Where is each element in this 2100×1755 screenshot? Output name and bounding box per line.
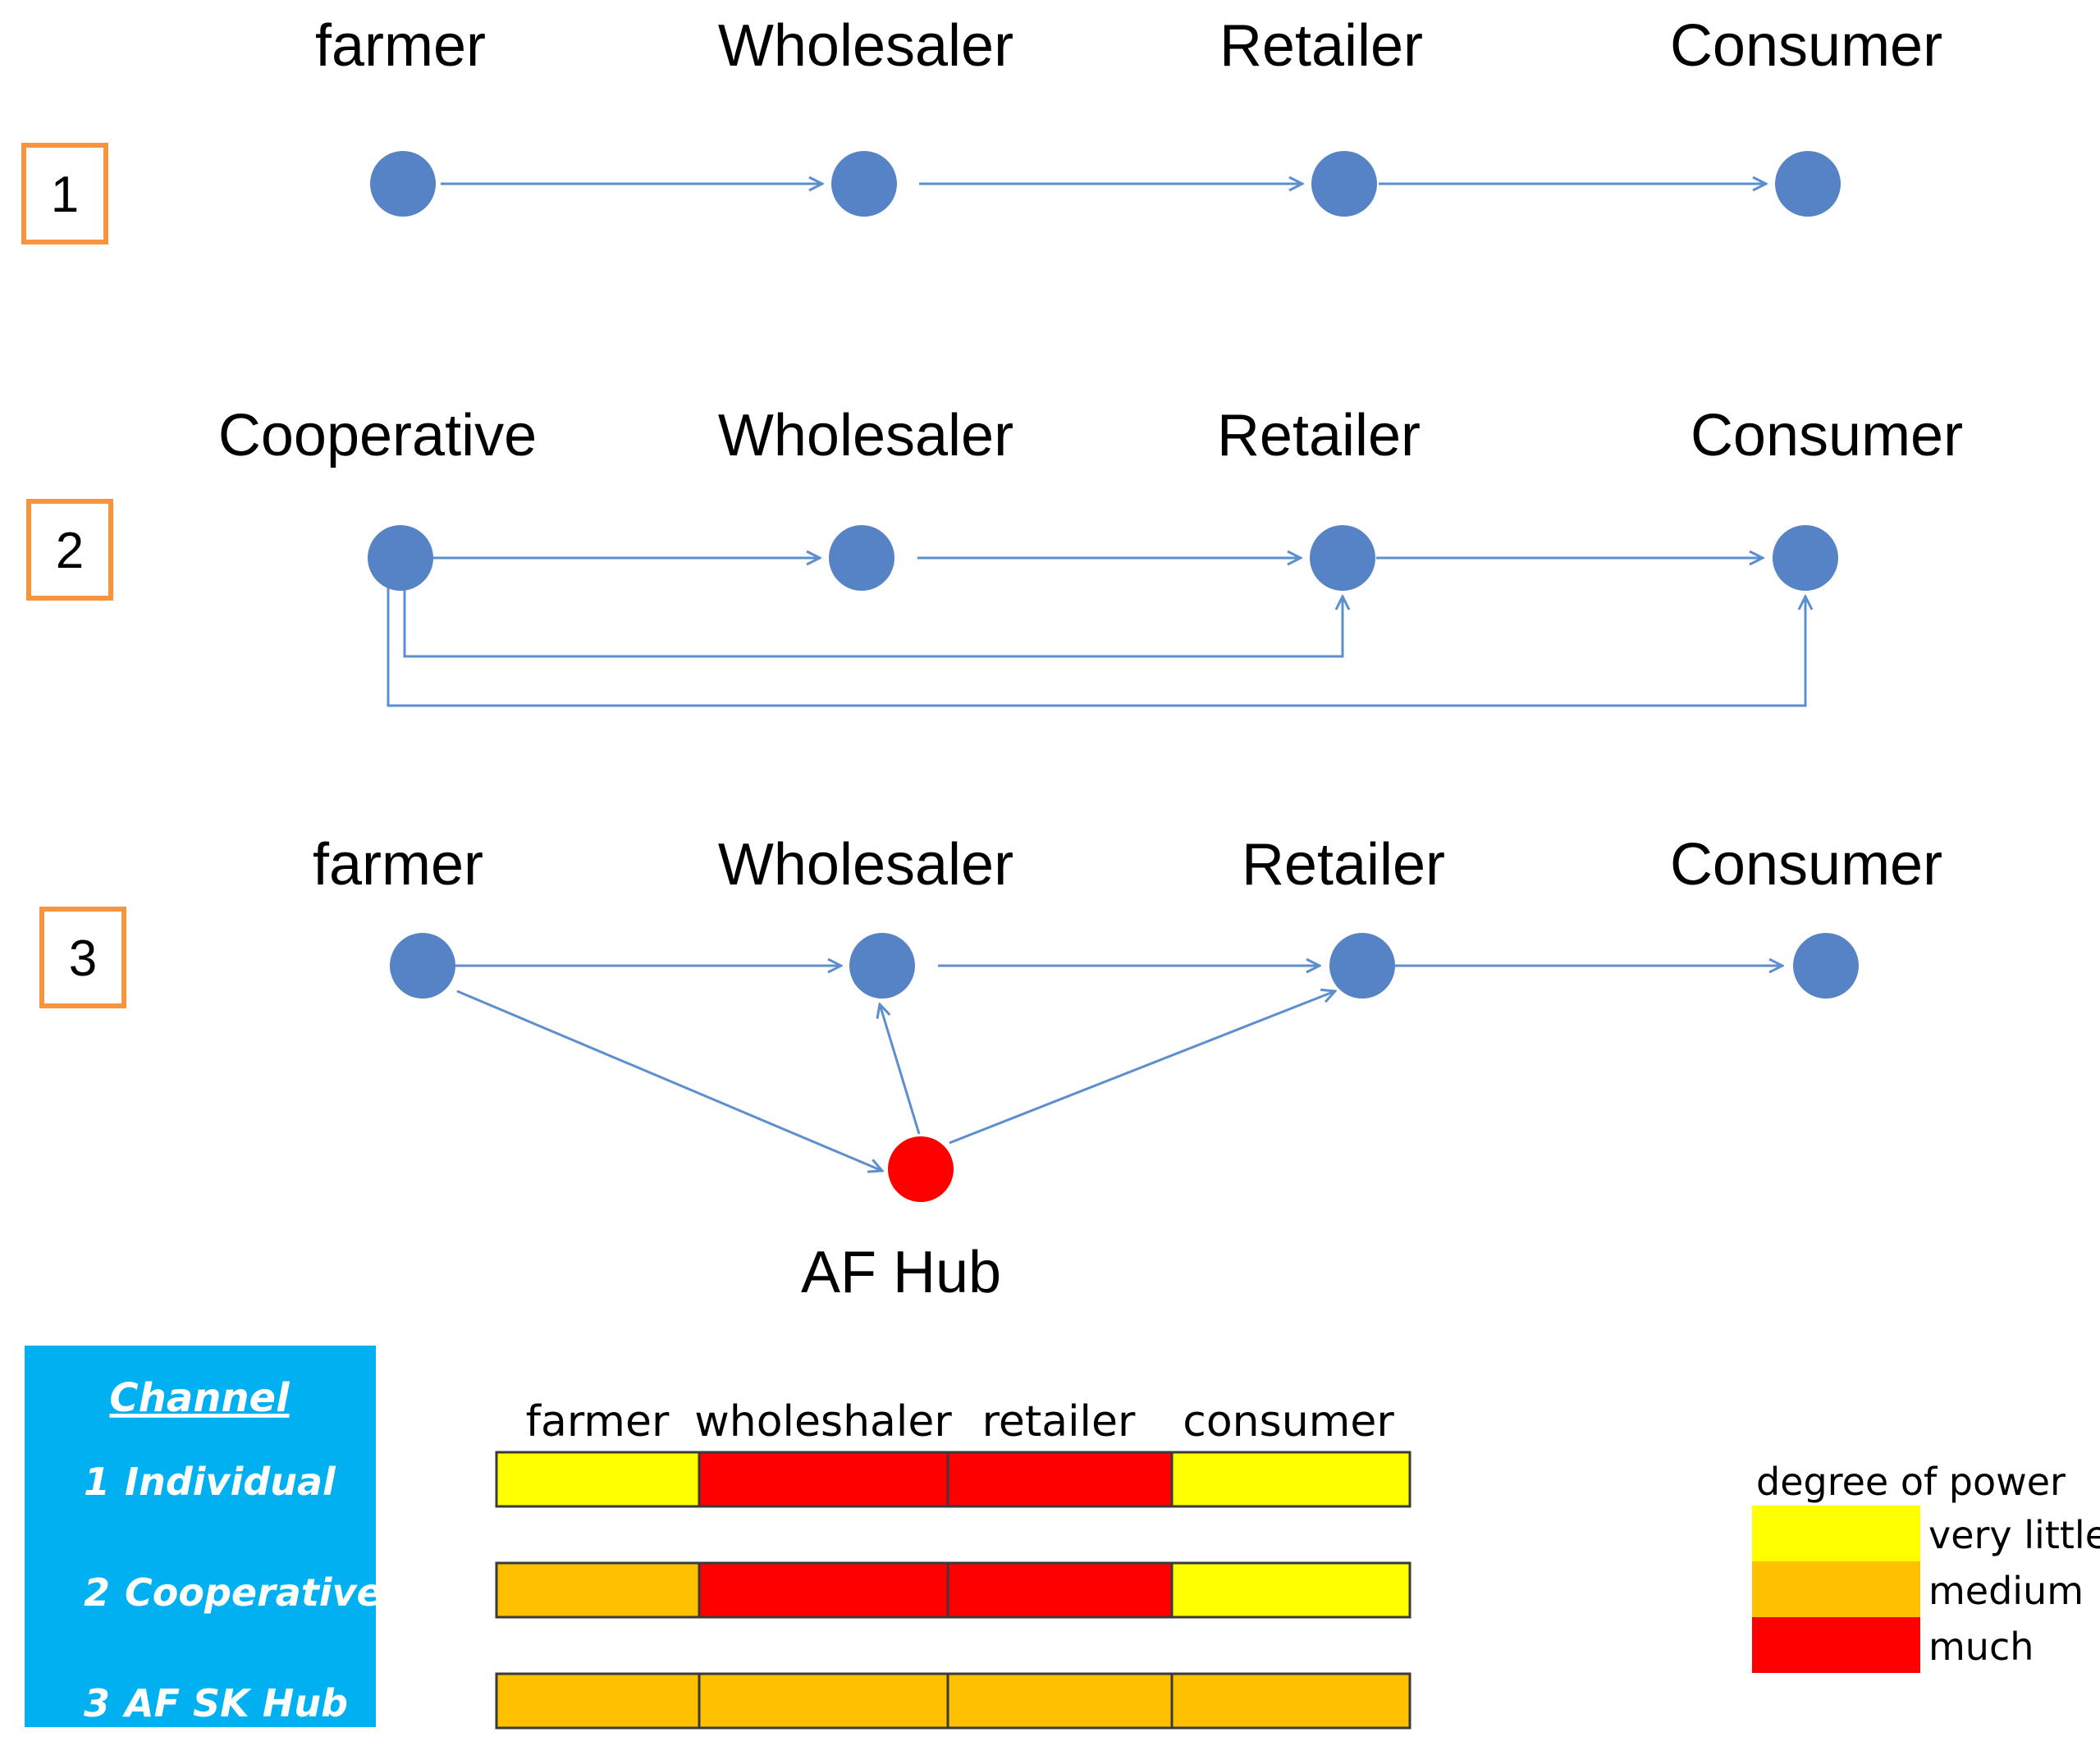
power-table-header-consumer: consumer	[1183, 1397, 1394, 1447]
row-3-badge	[39, 907, 126, 1008]
power-table-cells	[495, 1451, 1411, 1730]
row-1-node-wholesaler	[831, 151, 897, 217]
power-cell-row-1-col-3	[946, 1451, 1174, 1508]
row-2-badge-number: 2	[56, 523, 84, 579]
row-1-node-farmer	[370, 151, 436, 217]
power-cell-row-1-col-4	[1170, 1451, 1411, 1508]
channel-box: Channel 1 Individual 2 Cooperative 3 AF …	[25, 1346, 382, 1727]
row-3-label-consumer: Consumer	[1670, 832, 1942, 898]
channel-item-2-number: 2	[84, 1570, 110, 1615]
row-3-node-af-hub	[888, 1136, 954, 1202]
row-1-badge	[21, 143, 108, 245]
row-2-badge	[26, 499, 113, 601]
channel-item-2-name: Cooperative	[125, 1570, 382, 1615]
legend-label-much: much	[1928, 1625, 2034, 1669]
channel-row-2: 2 Cooperative Wholesaler Retailer Consum…	[26, 403, 1963, 707]
row-3-label-wholesaler: Wholesaler	[718, 832, 1013, 898]
power-cell-row-2-col-4	[1170, 1561, 1411, 1619]
power-cell-row-2-col-3	[946, 1561, 1174, 1619]
channel-row-1: 1 farmer Wholesaler Retailer Consumer	[21, 13, 1942, 245]
power-table: farmer wholeshaler retailer consumer	[495, 1397, 1411, 1730]
power-cell-row-3-col-4	[1170, 1672, 1411, 1730]
legend-title: degree of power	[1756, 1460, 2066, 1504]
row-3-arrow-hub-to-wholesaler	[880, 1004, 921, 1135]
channel-item-1-name: Individual	[125, 1460, 336, 1504]
legend-swatch-much	[1752, 1617, 1920, 1673]
power-cell-row-3-col-3	[946, 1672, 1174, 1730]
row-1-label-farmer: farmer	[315, 13, 486, 79]
row-1-badge-number: 1	[51, 167, 79, 223]
row-3-label-farmer: farmer	[313, 832, 483, 898]
row-2-arrow-cooperative-to-retailer	[403, 570, 1343, 658]
row-3-arrow-hub-to-retailer	[949, 991, 1335, 1145]
legend-swatch-very-little	[1752, 1506, 1920, 1561]
row-2-node-consumer	[1773, 525, 1838, 591]
row-2-label-wholesaler: Wholesaler	[718, 403, 1013, 468]
row-2-label-retailer: Retailer	[1217, 403, 1421, 468]
row-2-node-cooperative	[368, 525, 433, 591]
row-1-label-wholesaler: Wholesaler	[718, 13, 1013, 79]
channel-row-3: 3 farmer Wholesaler Retailer Consumer AF…	[39, 832, 1942, 1305]
row-3-badge-number: 3	[69, 930, 97, 987]
row-2-label-consumer: Consumer	[1691, 403, 1963, 468]
channel-box-title: Channel	[109, 1375, 290, 1421]
row-2-node-wholesaler	[829, 525, 894, 591]
row-3-node-farmer	[390, 933, 455, 999]
row-2-label-cooperative: Cooperative	[218, 403, 537, 468]
row-3-node-wholesaler	[849, 933, 915, 999]
power-cell-row-3-col-2	[698, 1672, 949, 1730]
power-table-header-retailer: retailer	[982, 1397, 1136, 1447]
row-3-node-consumer	[1793, 933, 1859, 999]
power-cell-row-2-col-1	[495, 1561, 701, 1619]
row-3-label-retailer: Retailer	[1242, 832, 1445, 898]
channel-item-3-name: AF SK Hub	[122, 1681, 348, 1725]
row-1-node-consumer	[1775, 151, 1841, 217]
power-cell-row-1-col-2	[698, 1451, 949, 1508]
channel-box-background	[25, 1346, 376, 1727]
power-cell-row-3-col-1	[495, 1672, 701, 1730]
row-1-label-retailer: Retailer	[1219, 13, 1423, 79]
legend-swatch-medium	[1752, 1561, 1920, 1617]
channel-item-1-number: 1	[84, 1460, 110, 1504]
power-cell-row-1-col-1	[495, 1451, 701, 1508]
power-table-header-farmer: farmer	[526, 1397, 670, 1447]
row-3-node-retailer	[1329, 933, 1395, 999]
power-cell-row-2-col-2	[698, 1561, 949, 1619]
power-legend: degree of power very little medium much	[1752, 1460, 2100, 1673]
row-3-label-af-hub: AF Hub	[801, 1240, 1001, 1305]
channel-item-3-number: 3	[84, 1681, 110, 1725]
row-2-arrow-cooperative-to-consumer	[387, 574, 1805, 707]
row-2-node-retailer	[1310, 525, 1375, 591]
legend-label-medium: medium	[1928, 1569, 2084, 1613]
power-table-header-wholeshaler: wholeshaler	[694, 1397, 952, 1447]
row-1-label-consumer: Consumer	[1670, 13, 1942, 79]
row-1-node-retailer	[1311, 151, 1377, 217]
legend-label-very-little: very little	[1928, 1513, 2100, 1557]
row-3-arrow-farmer-to-hub	[456, 989, 882, 1171]
